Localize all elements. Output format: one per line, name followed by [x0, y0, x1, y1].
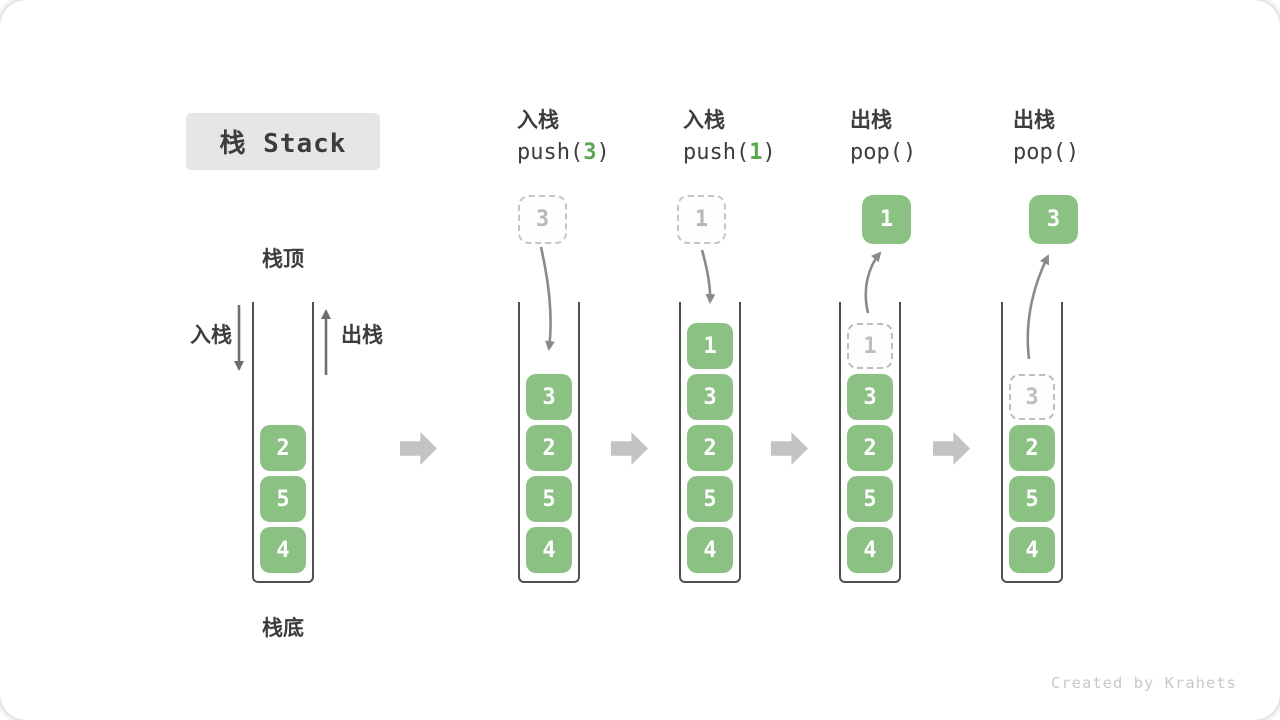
op-cn-label: 出栈 — [1013, 109, 1055, 132]
op-cn-label: 入栈 — [683, 109, 725, 132]
push-arrow-icon — [700, 249, 716, 304]
op-call-arg: 1 — [749, 140, 763, 165]
op-call-pre: pop( — [850, 140, 903, 165]
op-call-label: push(1) — [683, 136, 843, 170]
stack-cell: 4 — [1009, 527, 1055, 573]
op-call-arg: 3 — [583, 140, 597, 165]
stack-cell: 2 — [847, 425, 893, 471]
step-arrow-icon — [400, 432, 437, 465]
op-label-pop-1: 出栈 pop() — [850, 106, 1010, 170]
stack-cell: 2 — [687, 425, 733, 471]
op-call-post: ) — [596, 140, 610, 165]
stack-cell: 3 — [847, 374, 893, 420]
op-label-push-3: 入栈 push(3) — [517, 106, 677, 170]
op-cn-label: 出栈 — [850, 109, 892, 132]
stack-container-push-1: 1 3 2 5 4 — [679, 302, 741, 583]
op-label-pop-3: 出栈 pop() — [1013, 106, 1173, 170]
stack-cell: 3 — [526, 374, 572, 420]
stack-cell: 4 — [687, 527, 733, 573]
stack-cell: 5 — [526, 476, 572, 522]
op-call-post: ) — [762, 140, 776, 165]
pushed-value-box: 3 — [518, 195, 567, 244]
op-call-pre: push( — [517, 140, 584, 165]
op-label-push-1: 入栈 push(1) — [683, 106, 843, 170]
stack-cell-ghost: 1 — [847, 323, 893, 369]
step-arrow-icon — [611, 432, 648, 465]
stack-cell: 2 — [1009, 425, 1055, 471]
pop-side-label: 出栈 — [341, 324, 383, 347]
stack-cell: 3 — [687, 374, 733, 420]
stack-container-initial: 2 5 4 — [252, 302, 314, 583]
op-call-post: ) — [902, 140, 917, 165]
stack-cell: 5 — [1009, 476, 1055, 522]
stack-cell: 4 — [260, 527, 306, 573]
stack-cell: 2 — [260, 425, 306, 471]
step-arrow-icon — [933, 432, 970, 465]
stack-container-pop-1: 1 3 2 5 4 — [839, 302, 901, 583]
stack-cell: 4 — [847, 527, 893, 573]
stack-top-label: 栈顶 — [262, 248, 304, 271]
watermark: Created by Krahets — [1051, 674, 1237, 692]
diagram-title: 栈 Stack — [186, 113, 380, 170]
stack-cell: 5 — [847, 476, 893, 522]
op-call-label: pop() — [850, 136, 1010, 170]
pushed-value-box: 1 — [677, 195, 726, 244]
stack-cell: 4 — [526, 527, 572, 573]
stack-cell: 5 — [260, 476, 306, 522]
op-call-pre: push( — [683, 140, 750, 165]
stack-cell: 5 — [687, 476, 733, 522]
stack-cell: 2 — [526, 425, 572, 471]
op-call-label: push(3) — [517, 136, 677, 170]
stack-bottom-label: 栈底 — [262, 617, 304, 640]
op-call-post: ) — [1065, 140, 1080, 165]
popped-value-box: 3 — [1029, 195, 1078, 244]
popped-value-box: 1 — [862, 195, 911, 244]
op-call-label: pop() — [1013, 136, 1173, 170]
push-side-label: 入栈 — [190, 324, 232, 347]
stack-cell: 1 — [687, 323, 733, 369]
op-call-pre: pop( — [1013, 140, 1066, 165]
step-arrow-icon — [771, 432, 808, 465]
stack-container-push-3: 3 2 5 4 — [518, 302, 580, 583]
op-cn-label: 入栈 — [517, 109, 559, 132]
stack-cell-ghost: 3 — [1009, 374, 1055, 420]
stack-container-pop-3: 3 2 5 4 — [1001, 302, 1063, 583]
